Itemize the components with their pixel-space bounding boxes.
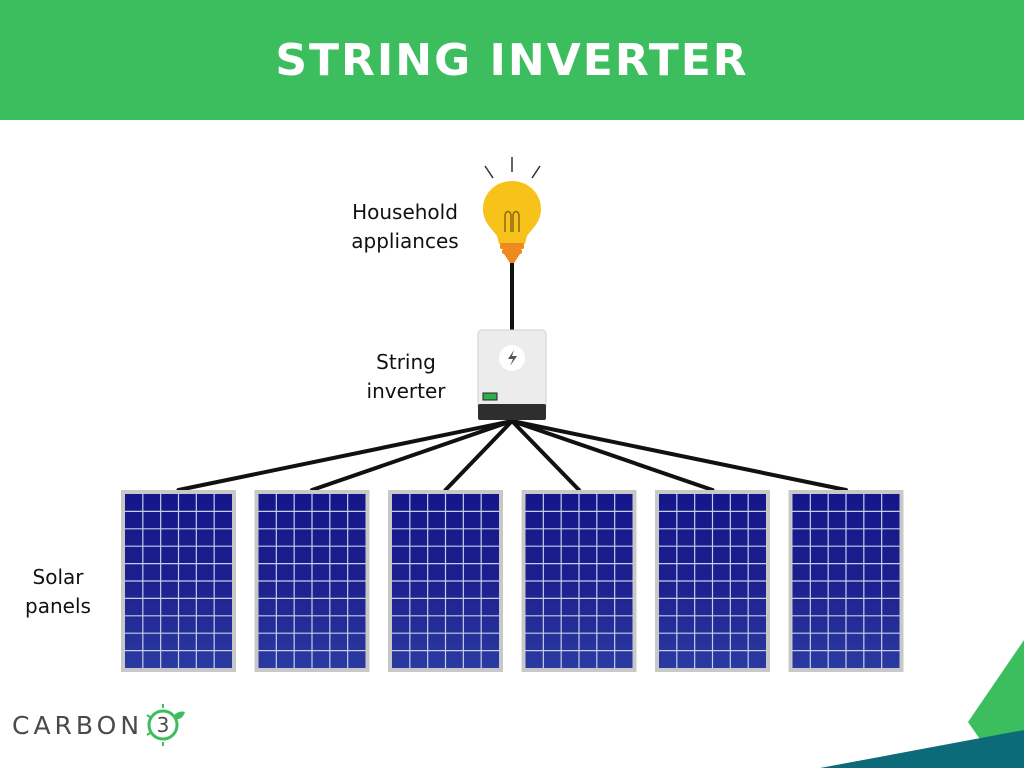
panel-wire [510,419,581,492]
panels-label-line2: panels [25,594,91,618]
logo-text: CARBON [12,710,144,740]
solar-panel [388,490,503,672]
panels-label: Solar panels [18,563,98,621]
solar-panel [521,490,637,672]
inverter-label-line2: inverter [366,379,446,403]
wires [176,419,848,492]
light-bulb-icon [483,157,541,263]
inverter-label: String inverter [352,348,460,406]
logo-badge-icon: 3 [146,704,186,746]
panel-wire [510,419,715,492]
solar-panel [655,490,770,672]
appliances-label-line1: Household [352,200,458,224]
solar-panels [121,490,904,672]
panels-label-line1: Solar [32,565,84,589]
page-title: STRING INVERTER [275,34,749,86]
lightning-bolt-icon [499,345,525,371]
logo-badge-number: 3 [157,713,170,737]
panel-wire [510,419,848,492]
solar-panel [121,490,236,672]
header-bar: STRING INVERTER [0,0,1024,120]
solar-panel [254,490,370,672]
panel-wire [443,419,514,492]
carbon3-logo: CARBON 3 [12,702,187,748]
panel-wire [310,419,514,492]
corner-decoration [820,640,1024,768]
panel-wire [176,419,514,492]
appliances-label-line2: appliances [351,229,459,253]
appliances-label: Household appliances [340,198,470,256]
solar-panel [788,490,904,672]
string-inverter-device [477,329,547,420]
inverter-label-line1: String [376,350,436,374]
